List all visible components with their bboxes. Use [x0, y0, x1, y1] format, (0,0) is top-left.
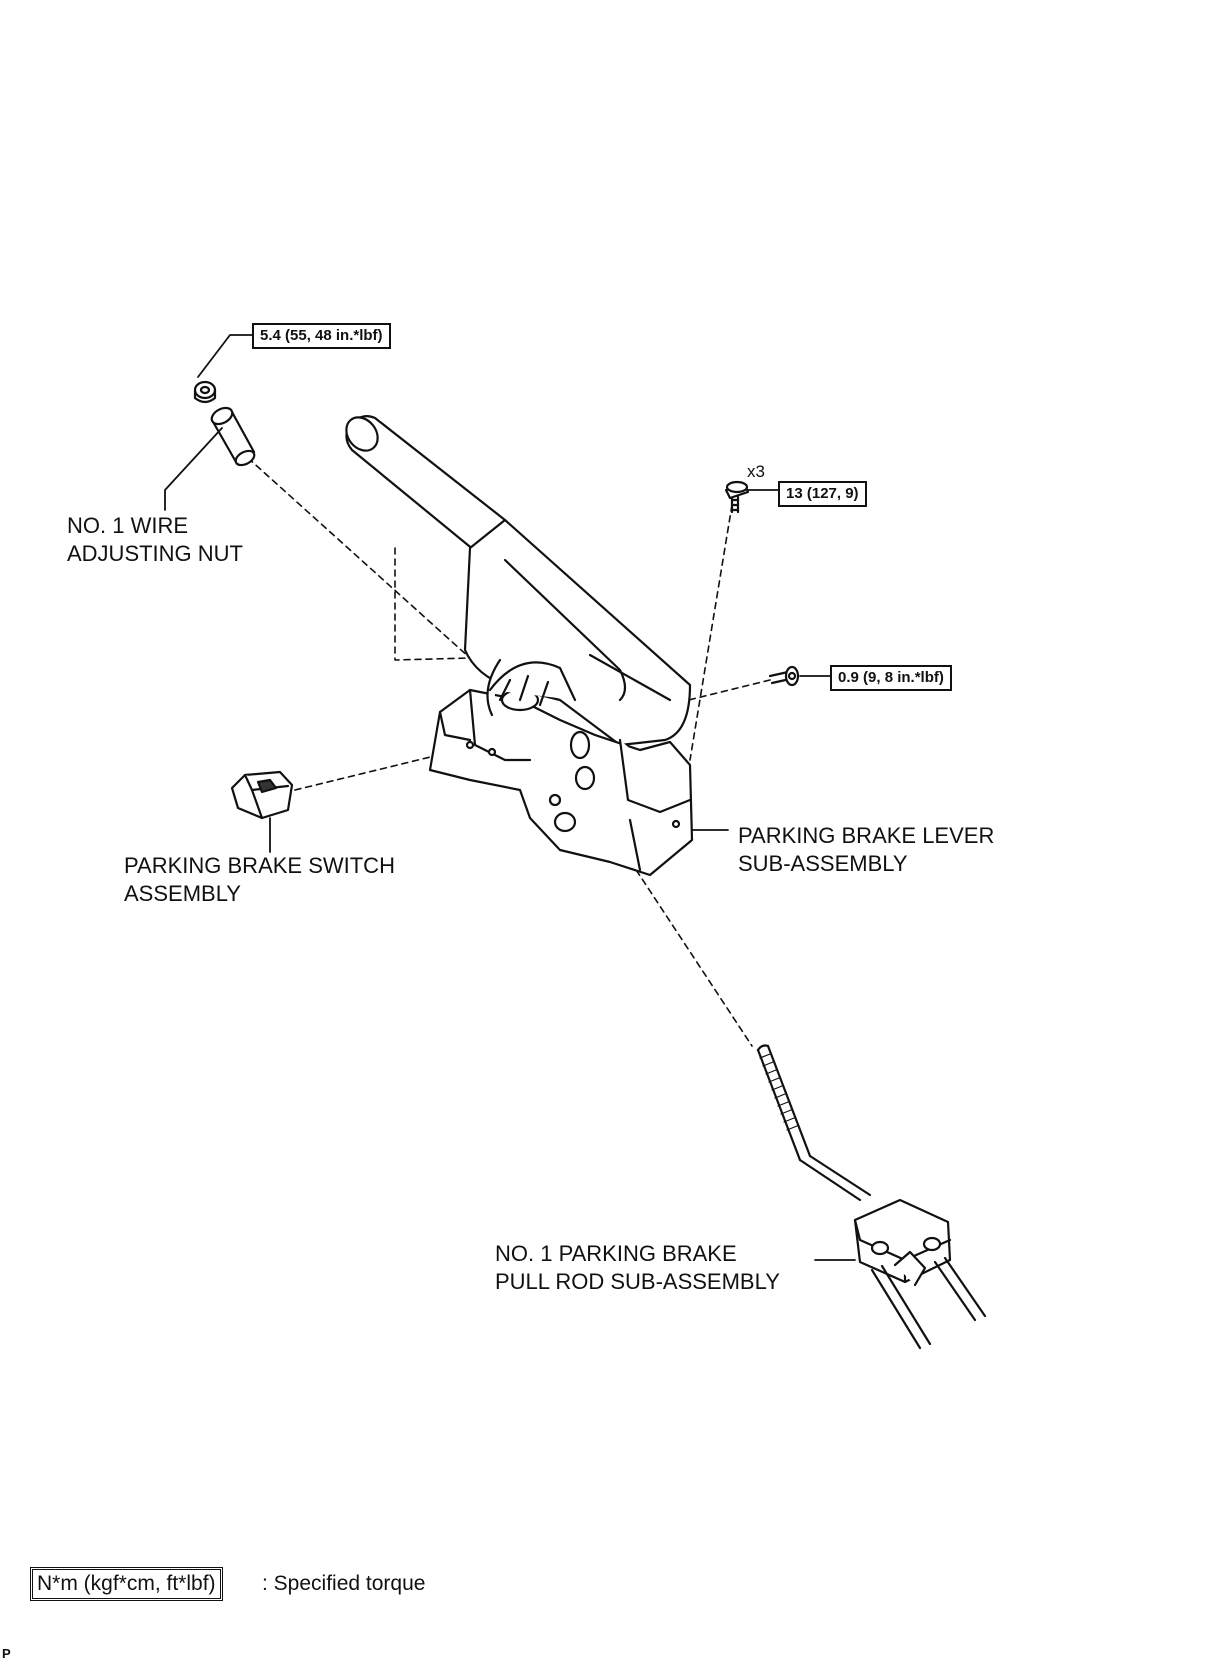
wire-nut-label: NO. 1 WIRE ADJUSTING NUT: [67, 512, 243, 568]
switch-label: PARKING BRAKE SWITCH ASSEMBLY: [124, 852, 395, 908]
pull-rod-label-line2: PULL ROD SUB-ASSEMBLY: [495, 1269, 780, 1294]
wire-adjusting-nut-part: [193, 380, 256, 467]
wire-nut-label-line2: ADJUSTING NUT: [67, 541, 243, 566]
pull-rod-label: NO. 1 PARKING BRAKE PULL ROD SUB-ASSEMBL…: [495, 1240, 780, 1296]
nut-torque-leader: [197, 334, 253, 378]
wire-nut-leader: [164, 427, 223, 511]
wire-nut-label-line1: NO. 1 WIRE: [67, 513, 189, 538]
parking-brake-lever-part: [345, 415, 694, 877]
switch-label-line2: ASSEMBLY: [124, 881, 241, 906]
lever-label-line1: PARKING BRAKE LEVER: [738, 823, 995, 848]
legend-text: : Specified torque: [262, 1572, 426, 1595]
pull-rod-label-line1: NO. 1 PARKING BRAKE: [495, 1241, 737, 1266]
switch-label-line1: PARKING BRAKE SWITCH: [124, 853, 395, 878]
figure-code: P: [2, 1646, 11, 1661]
legend-unit-box: N*m (kgf*cm, ft*lbf): [30, 1567, 223, 1601]
pull-rod-part: [756, 1044, 987, 1350]
lever-label: PARKING BRAKE LEVER SUB-ASSEMBLY: [738, 822, 994, 878]
nut-torque-box: 5.4 (55, 48 in.*lbf): [252, 323, 391, 349]
screw-torque-box: 0.9 (9, 8 in.*lbf): [830, 665, 952, 691]
bolt-torque-box: 13 (127, 9): [778, 481, 867, 507]
bolt-quantity: x3: [747, 462, 765, 481]
switch-screw-part: [768, 665, 800, 687]
parking-brake-switch-part: [230, 770, 294, 820]
lever-bolt-part: [724, 480, 750, 514]
lever-label-line2: SUB-ASSEMBLY: [738, 851, 908, 876]
